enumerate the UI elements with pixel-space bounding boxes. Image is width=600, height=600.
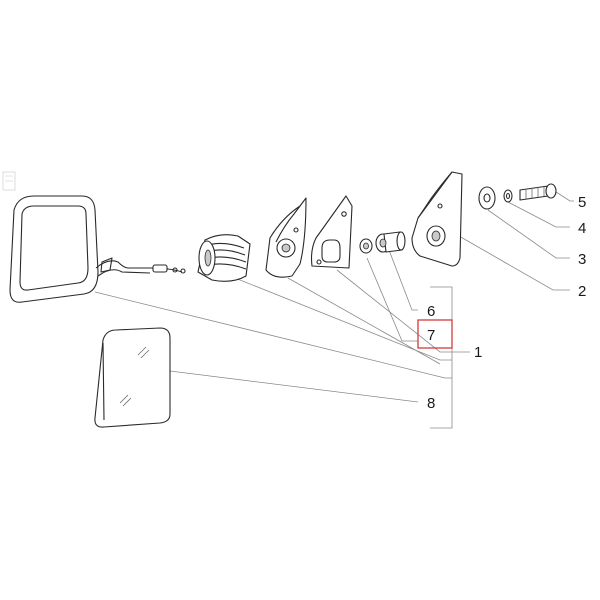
callout-3: 3: [578, 251, 586, 268]
callout-1: 1: [474, 344, 482, 361]
lock-washer: [503, 189, 513, 203]
callout-7: 7: [427, 327, 435, 344]
rubber-boot: [197, 234, 251, 282]
pivot-assembly: [375, 231, 406, 253]
mirror-housing: [9, 195, 186, 303]
mirror-glass: [94, 327, 171, 428]
callout-6: 6: [427, 303, 435, 320]
callout-4: 4: [578, 220, 586, 237]
bracket-plate: [265, 197, 307, 278]
leader-lines: [94, 191, 574, 429]
screw: [519, 183, 557, 201]
callout-labels: 5 4 3 2 6 7 1 8: [427, 194, 586, 412]
gasket-plate: [310, 195, 353, 269]
callout-7-highlight: [417, 319, 453, 349]
flat-washer: [478, 186, 496, 210]
callout-2: 2: [578, 283, 586, 300]
outer-base: [411, 171, 463, 267]
reference-mark: [2, 171, 16, 191]
callout-5: 5: [578, 194, 586, 211]
callout-8: 8: [427, 395, 435, 412]
small-nut: [359, 238, 373, 254]
